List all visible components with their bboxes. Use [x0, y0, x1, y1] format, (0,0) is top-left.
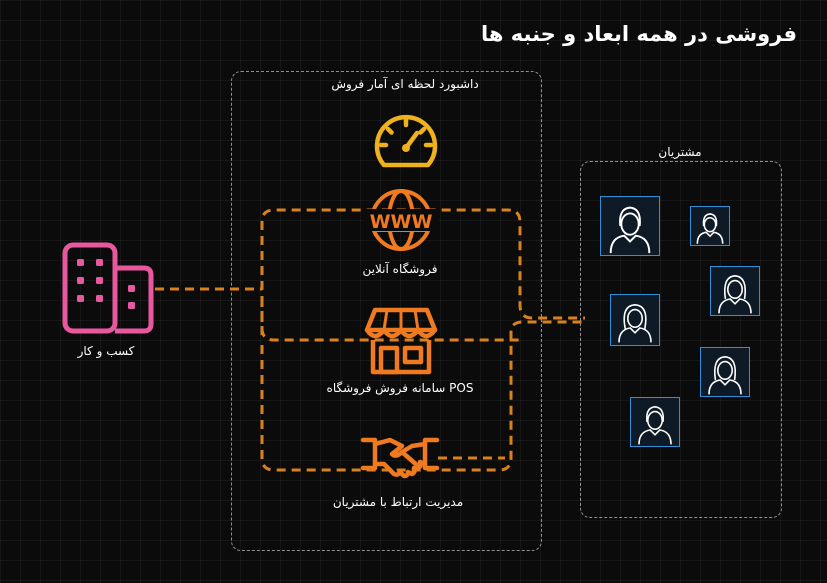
online-store-label: فروشگاه آنلاین [362, 262, 438, 276]
customer-avatar [630, 397, 680, 447]
person-icon [618, 303, 652, 343]
storefront-icon [363, 306, 439, 376]
customer-avatar [600, 196, 660, 256]
diagram-title: فروشی در همه ابعاد و جنبه ها [481, 22, 797, 46]
customer-avatar [690, 206, 730, 246]
customers-panel-label: مشتریان [658, 145, 702, 159]
customer-avatar [610, 294, 660, 346]
www-text: WWW [370, 211, 433, 233]
person-icon [708, 355, 742, 395]
www-globe-icon: WWW [364, 187, 438, 253]
customer-avatar [700, 347, 750, 397]
building-icon [62, 242, 154, 334]
system-panel-label: داشبورد لحظه ای آمار فروش [331, 77, 479, 91]
business-label: کسب و کار [77, 344, 135, 358]
crm-label: مدیریت ارتباط با مشتریان [332, 495, 464, 509]
person-icon [696, 213, 724, 244]
customer-avatar [710, 266, 760, 316]
speedometer-icon [374, 111, 438, 171]
person-icon [609, 206, 651, 254]
pos-label: POS سامانه فروش فروشگاه [326, 381, 474, 395]
person-icon [638, 405, 672, 445]
person-icon [718, 274, 752, 314]
handshake-icon [360, 430, 440, 480]
